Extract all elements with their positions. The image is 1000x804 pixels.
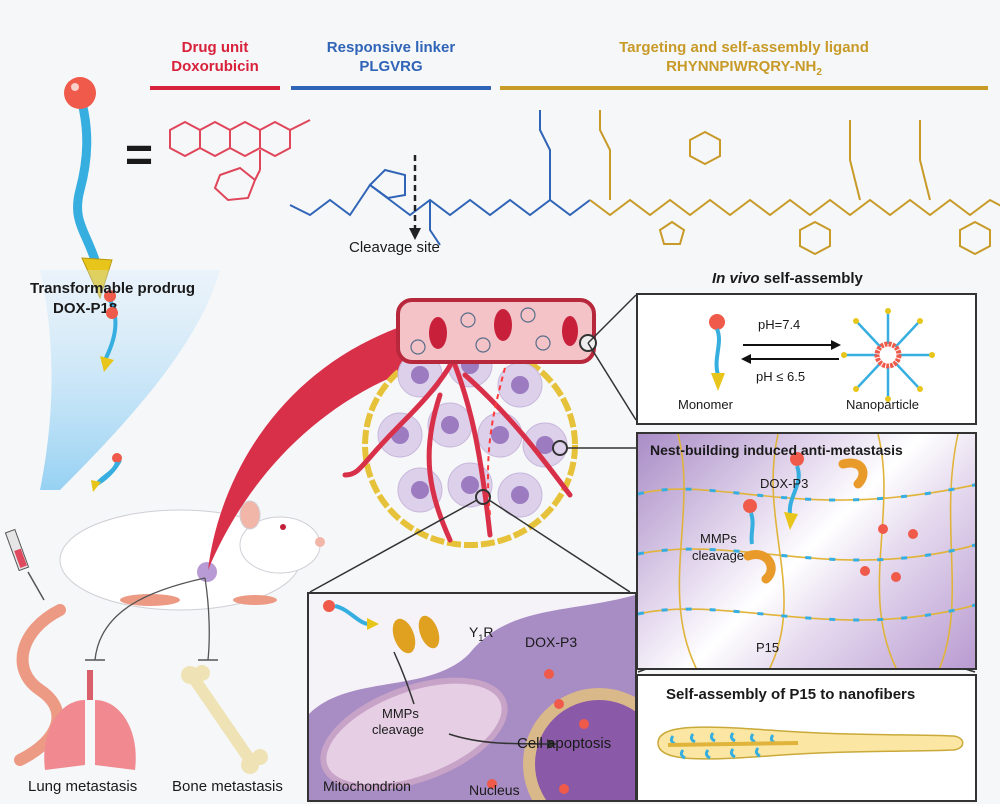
linker-header: Responsive linker PLGVRG (291, 38, 491, 90)
ligand-bar (500, 86, 988, 90)
equilibrium-arrows (741, 340, 841, 364)
nanofiber-icon (657, 726, 964, 760)
drug-unit-bar (150, 86, 280, 90)
in-vivo-title: In vivo self-assembly (712, 270, 863, 287)
cell-dox-label: DOX-P3 (525, 634, 578, 650)
ph-forward-label: pH=7.4 (758, 317, 801, 332)
cell-mmp-label-2: cleavage (372, 722, 425, 737)
doxorubicin-structure (169, 119, 311, 202)
nest-building-panel: Nest-building induced anti-metastasis DO… (636, 432, 977, 670)
cell-mmp-label-1: MMPs (382, 706, 419, 721)
blood-vessel-segment (396, 298, 597, 364)
prodrug-title: Transformable prodrug (30, 280, 196, 297)
nest-mmp-label-1: MMPs (700, 531, 737, 546)
nest-dox-label: DOX-P3 (760, 476, 809, 491)
tumor-site (197, 562, 217, 582)
mitochondrion-icon (320, 677, 508, 791)
blood-vessel-sweep (208, 315, 440, 570)
ligand-name: RHYNNPIWRQRY-NH2 (666, 58, 822, 78)
mitochondrion-label: Mitochondrion (323, 778, 411, 794)
lung-metastasis-label: Lung metastasis (28, 778, 138, 795)
nucleus-label: Nucleus (469, 782, 520, 798)
syringe-icon (4, 528, 45, 601)
prodrug-name: DOX-P18 (53, 300, 118, 317)
nest-p15-label: P15 (756, 640, 780, 655)
bone-icon (181, 665, 268, 774)
drug-unit-name: Doxorubicin (171, 58, 259, 75)
linker-title: Responsive linker (326, 39, 456, 56)
equals-sign: = (125, 129, 154, 182)
drug-unit-header: Drug unit Doxorubicin (150, 38, 280, 90)
cell-panel: Y1R DOX-P3 MMPs cleavage Cell apoptosis … (307, 592, 637, 802)
ligand-title: Targeting and self-assembly ligand (619, 39, 869, 56)
nanoparticle-icon (841, 308, 935, 402)
nest-title: Nest-building induced anti-metastasis (650, 442, 903, 458)
cell-interior (309, 594, 635, 800)
ligand-header: Targeting and self-assembly ligand RHYNN… (500, 38, 988, 90)
mouse-illustration (4, 500, 325, 766)
injection-beam (40, 270, 220, 490)
nanoparticle-label: Nanoparticle (846, 397, 919, 412)
nanofiber-title: Self-assembly of P15 to nanofibers (666, 686, 916, 703)
chemical-structure (169, 110, 1000, 256)
linker-bar (291, 86, 491, 90)
ligand-structure (589, 198, 1000, 217)
small-prodrug-icon-1 (106, 307, 118, 319)
bone-metastasis-label: Bone metastasis (172, 778, 283, 795)
cleavage-site-label: Cleavage site (349, 239, 440, 256)
receptor-label: Y1R (469, 624, 494, 643)
drug-unit-title: Drug unit (181, 39, 249, 56)
fiber-network (638, 434, 975, 668)
monomer-label: Monomer (678, 397, 733, 412)
monomer-icon (709, 314, 725, 391)
nanofiber-panel: Self-assembly of P15 to nanofibers (636, 674, 977, 802)
ph-back-label: pH ≤ 6.5 (756, 369, 806, 384)
small-prodrug-icon-2 (91, 453, 122, 492)
cell-apoptosis-label: Cell apoptosis (517, 735, 612, 752)
nucleus-icon (523, 688, 635, 800)
in-vivo-panel: pH=7.4 pH ≤ 6.5 Monomer Nanoparticle (636, 293, 977, 425)
linker-name: PLGVRG (359, 58, 423, 75)
lung-icon (44, 670, 136, 770)
nest-mmp-label-2: cleavage (692, 548, 745, 563)
linker-structure (289, 183, 591, 217)
